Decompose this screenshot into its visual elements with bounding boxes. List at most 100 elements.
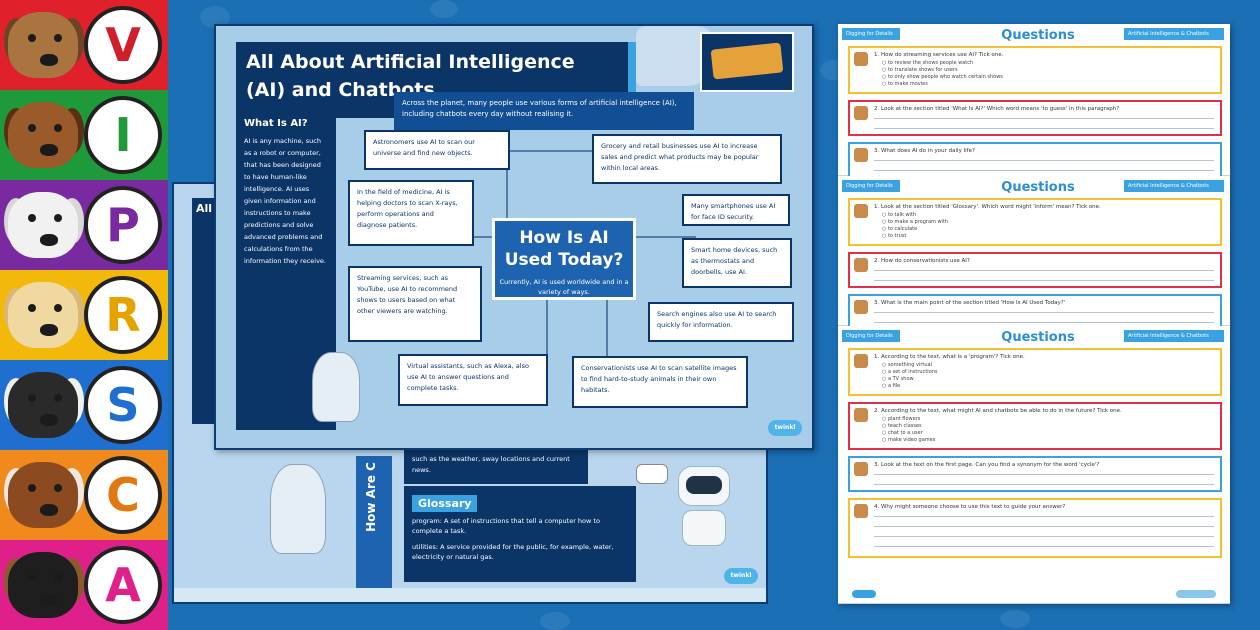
topic-tag: Artificial Intelligence & Chatbots xyxy=(1124,28,1224,40)
back-how-heading: How Are C xyxy=(364,462,378,532)
answer-line[interactable] xyxy=(874,270,1214,271)
option-checkbox[interactable]: ○ to translate shows for users xyxy=(882,67,958,73)
robot-illustration-icon xyxy=(270,464,326,554)
option-checkbox[interactable]: ○ to trust xyxy=(882,233,907,239)
vipers-letter-a: A xyxy=(84,546,162,624)
digging-for-details-tag: Digging for Details xyxy=(842,180,900,192)
twinkl-logo-icon: twinkl xyxy=(768,420,802,436)
question-text: 1. According to the text, what is a 'pro… xyxy=(874,354,1025,360)
twinkl-logo-icon xyxy=(852,590,876,598)
answer-line[interactable] xyxy=(874,128,1214,129)
option-checkbox[interactable]: ○ to only show people who watch certain … xyxy=(882,74,1003,80)
answer-line[interactable] xyxy=(874,118,1214,119)
use-case-box: Astronomers use AI to scan our universe … xyxy=(364,130,510,170)
how-is-ai-used-subtitle: Currently, AI is used worldwide and in a… xyxy=(499,278,629,296)
topic-tag: Artificial Intelligence & Chatbots xyxy=(1124,330,1224,342)
question-dog-icon xyxy=(854,504,868,518)
question-dog-icon xyxy=(854,258,868,272)
question-dog-icon xyxy=(854,204,868,218)
answer-line[interactable] xyxy=(874,280,1214,281)
vipers-band: R xyxy=(0,270,168,360)
spaniel-dog-icon xyxy=(0,450,92,540)
use-case-box: Streaming services, such as YouTube, use… xyxy=(348,266,482,342)
option-checkbox[interactable]: ○ a TV show xyxy=(882,376,914,382)
circuit-line xyxy=(486,150,606,152)
question-text: 3. What does AI do in your daily life? xyxy=(874,148,975,154)
option-checkbox[interactable]: ○ to make movies xyxy=(882,81,928,87)
option-checkbox[interactable]: ○ to calculate xyxy=(882,226,918,232)
question-options: ○ to review the shows people watch○ to t… xyxy=(882,60,1003,88)
rottweiler-dog-icon xyxy=(0,540,92,630)
option-checkbox[interactable]: ○ a set of instructions xyxy=(882,369,938,375)
question-dog-icon xyxy=(854,408,868,422)
answer-line[interactable] xyxy=(874,312,1214,313)
option-checkbox[interactable]: ○ plant flowers xyxy=(882,416,921,422)
answer-line[interactable] xyxy=(874,484,1214,485)
vipers-letter-s: S xyxy=(84,366,162,444)
use-case-box: In the field of medicine, AI is helping … xyxy=(348,180,474,246)
circuit-line xyxy=(472,236,492,238)
answer-line[interactable] xyxy=(874,546,1214,547)
question-options: ○ something virtual○ a set of instructio… xyxy=(882,362,938,390)
vipers-band: P xyxy=(0,180,168,270)
answer-line[interactable] xyxy=(874,160,1214,161)
question-page-header: Digging for Details Questions Artificial I… xyxy=(838,24,1230,44)
terrier-dog-icon xyxy=(0,0,92,90)
use-case-box: Grocery and retail businesses use AI to … xyxy=(592,134,782,184)
use-case-box: Virtual assistants, such as Alexa, also … xyxy=(398,354,548,406)
answer-line[interactable] xyxy=(874,516,1214,517)
question-box: 3. What does AI do in your daily life? xyxy=(848,142,1222,178)
sheet-footer xyxy=(838,586,1230,604)
vipers-band: I xyxy=(0,90,168,180)
questions-title: Questions xyxy=(1001,28,1075,43)
what-is-ai-title: What Is AI? xyxy=(244,118,308,129)
question-text: 3. What is the main point of the section… xyxy=(874,300,1066,306)
option-checkbox[interactable]: ○ a file xyxy=(882,383,901,389)
question-dog-icon xyxy=(854,354,868,368)
option-checkbox[interactable]: ○ something virtual xyxy=(882,362,932,368)
question-box: 2. How do conservationists use AI? xyxy=(848,252,1222,288)
use-case-box: Conservationists use AI to scan satellit… xyxy=(572,356,748,408)
vipers-band: C xyxy=(0,450,168,540)
answer-line[interactable] xyxy=(874,322,1214,323)
vipers-letter-p: P xyxy=(84,186,162,264)
question-box: 1. Look at the section titled 'Glossary'… xyxy=(848,198,1222,246)
poster-subtitle: Across the planet, many people use vario… xyxy=(394,92,694,130)
circuit-line xyxy=(606,300,608,380)
how-is-ai-used-panel: How Is AI Used Today? Currently, AI is u… xyxy=(492,218,636,300)
answer-line[interactable] xyxy=(874,526,1214,527)
circuit-line xyxy=(546,300,548,360)
question-options: ○ to talk with○ to make a program with○ … xyxy=(882,212,948,240)
chatbot-robot-icon xyxy=(668,466,740,550)
glossary-panel: Glossary program: A set of instructions … xyxy=(404,486,636,582)
question-box: 4. Why might someone choose to use this … xyxy=(848,498,1222,558)
labrador-dog-icon xyxy=(0,270,92,360)
question-text: 2. How do conservationists use AI? xyxy=(874,258,970,264)
answer-line[interactable] xyxy=(874,536,1214,537)
question-dog-icon xyxy=(854,148,868,162)
question-box: 1. According to the text, what is a 'pro… xyxy=(848,348,1222,396)
question-box: 2. According to the text, what might AI … xyxy=(848,402,1222,450)
option-checkbox[interactable]: ○ to talk with xyxy=(882,212,917,218)
answer-line[interactable] xyxy=(874,474,1214,475)
vipers-letter-c: C xyxy=(84,456,162,534)
speech-bubble-icon xyxy=(636,464,668,484)
use-case-box: Smart home devices, such as thermostats … xyxy=(682,238,792,288)
option-checkbox[interactable]: ○ to review the shows people watch xyxy=(882,60,974,66)
answer-line[interactable] xyxy=(874,170,1214,171)
option-checkbox[interactable]: ○ to make a program with xyxy=(882,219,949,225)
page-footer-badge xyxy=(1176,590,1216,598)
bloodhound-dog-icon xyxy=(0,90,92,180)
digging-for-details-tag: Digging for Details xyxy=(842,28,900,40)
option-checkbox[interactable]: ○ chat to a user xyxy=(882,430,923,436)
option-checkbox[interactable]: ○ make video games xyxy=(882,437,936,443)
option-checkbox[interactable]: ○ teach classes xyxy=(882,423,922,429)
topic-tag: Artificial Intelligence & Chatbots xyxy=(1124,180,1224,192)
question-box: 3. Look at the text on the first page. C… xyxy=(848,456,1222,492)
question-page: Digging for Details Questions Artificial I… xyxy=(838,24,1230,178)
vipers-letter-r: R xyxy=(84,276,162,354)
